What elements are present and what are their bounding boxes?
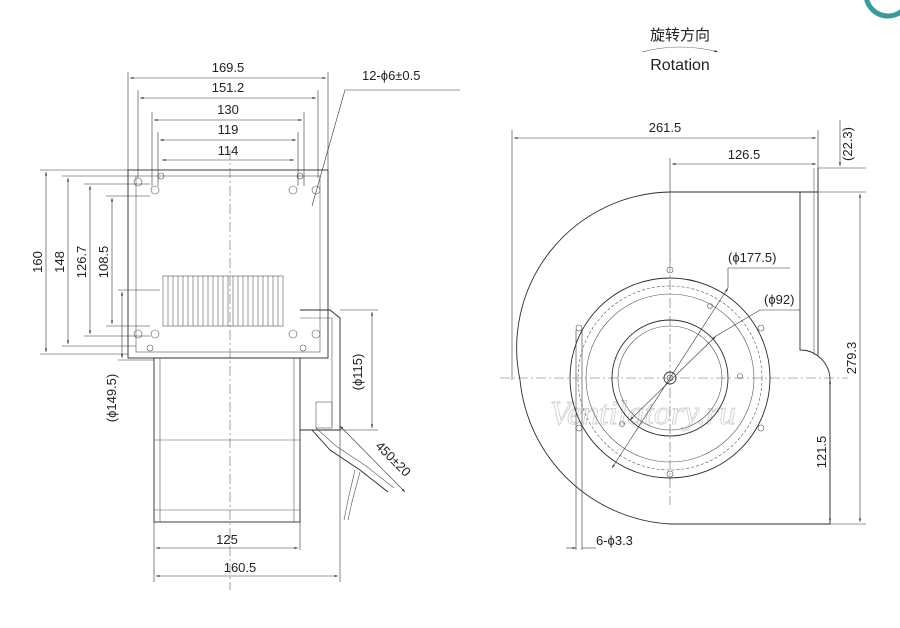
mounting-holes — [133, 172, 321, 352]
side-left-dimensions: 160 148 126.7 108.5 (ϕ149.5) — [30, 169, 160, 422]
impeller-outer-ring — [569, 277, 771, 479]
rotation-arrow-icon — [641, 46, 719, 53]
dim-bottom-125: 125 — [216, 532, 238, 547]
holes-label-bottom: 6-ϕ3.3 — [596, 533, 633, 548]
dim-diameter-115: (ϕ115) — [350, 354, 365, 391]
dim-offset-22-3: (22.3) — [840, 127, 855, 161]
rotation-label-cn: 旋转方向 — [650, 26, 710, 44]
dim-diameter-149-5: (ϕ149.5) — [104, 374, 119, 422]
dim-width-1: 169.5 — [212, 60, 245, 75]
dim-height-279-3: 279.3 — [844, 342, 859, 375]
dim-cable-length: 450±20 — [373, 438, 414, 479]
holes-label-top: 12-ϕ6±0.5 — [362, 68, 421, 83]
dim-diameter-92: (ϕ92) — [764, 292, 794, 307]
dim-height-121-5: 121.5 — [814, 436, 829, 469]
dim-width-3: 130 — [217, 102, 239, 117]
front-view: 旋转方向 Rotation (ϕ177.5) (ϕ92) — [500, 26, 866, 550]
dim-width-126-5: 126.5 — [728, 147, 761, 162]
dim-height-2: 148 — [52, 251, 67, 273]
dim-width-5: 114 — [218, 143, 239, 158]
dim-width-261-5: 261.5 — [649, 120, 682, 135]
corner-accent-icon — [864, 0, 900, 19]
rotation-label-en: Rotation — [650, 57, 710, 74]
dim-diameter-177-5: (ϕ177.5) — [728, 250, 776, 265]
dim-bottom-160-5: 160.5 — [224, 560, 257, 575]
dim-width-4: 119 — [218, 122, 239, 137]
flange-plate — [127, 169, 329, 359]
dim-height-3: 126.7 — [74, 246, 89, 279]
dim-width-2: 151.2 — [212, 80, 245, 95]
side-view: 169.5 151.2 130 119 114 12-ϕ6±0.5 160 — [30, 60, 460, 590]
side-top-dimensions: 169.5 151.2 130 119 114 — [127, 60, 329, 186]
impeller-blades — [162, 275, 284, 327]
scroll-housing — [516, 191, 831, 525]
dim-height-1: 160 — [30, 251, 45, 273]
cable — [311, 429, 389, 493]
dim-height-4: 108.5 — [96, 246, 111, 279]
